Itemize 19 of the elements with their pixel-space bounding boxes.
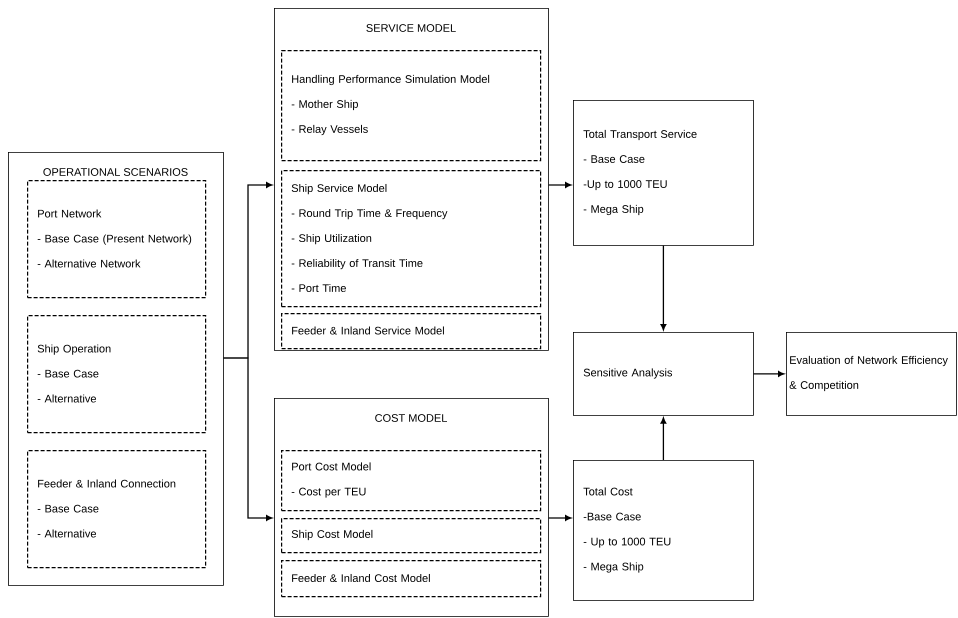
dashed-box: Ship Service Model - Round Trip Time & Frequency - Ship Utilization - Reliability of Transit Time - Port Time — [281, 170, 542, 308]
arrow — [224, 357, 272, 521]
dashed-box: Feeder & Inland Cost Model — [281, 560, 542, 598]
arrow — [548, 515, 572, 521]
dashed-box: Feeder & Inland Connection - Base Case - Alternative — [27, 450, 206, 568]
dashed-box: Ship Cost Model — [281, 518, 542, 554]
arrow — [660, 246, 666, 330]
arrow — [548, 182, 572, 188]
dashed-box: Port Network - Base Case (Present Network) - Alternative Network — [27, 180, 206, 298]
dashed-box: Port Cost Model - Cost per TEU — [281, 450, 542, 512]
process-box: Total Transport Service - Base Case -Up to 1000 TEU - Mega Ship — [573, 100, 754, 246]
arrow — [754, 370, 784, 377]
dashed-box: Ship Operation - Base Case - Alternative — [27, 315, 206, 434]
process-box: Total Cost -Base Case - Up to 1000 TEU - Mega Ship — [573, 460, 754, 601]
arrow — [660, 417, 666, 460]
process-box: Sensitive Analysis — [573, 332, 754, 416]
process-box: Evaluation of Network Efficiency & Competition — [786, 332, 957, 416]
dashed-box: Handling Performance Simulation Model - Mother Ship - Relay Vessels — [281, 50, 542, 162]
dashed-box: Feeder & Inland Service Model — [281, 313, 542, 350]
